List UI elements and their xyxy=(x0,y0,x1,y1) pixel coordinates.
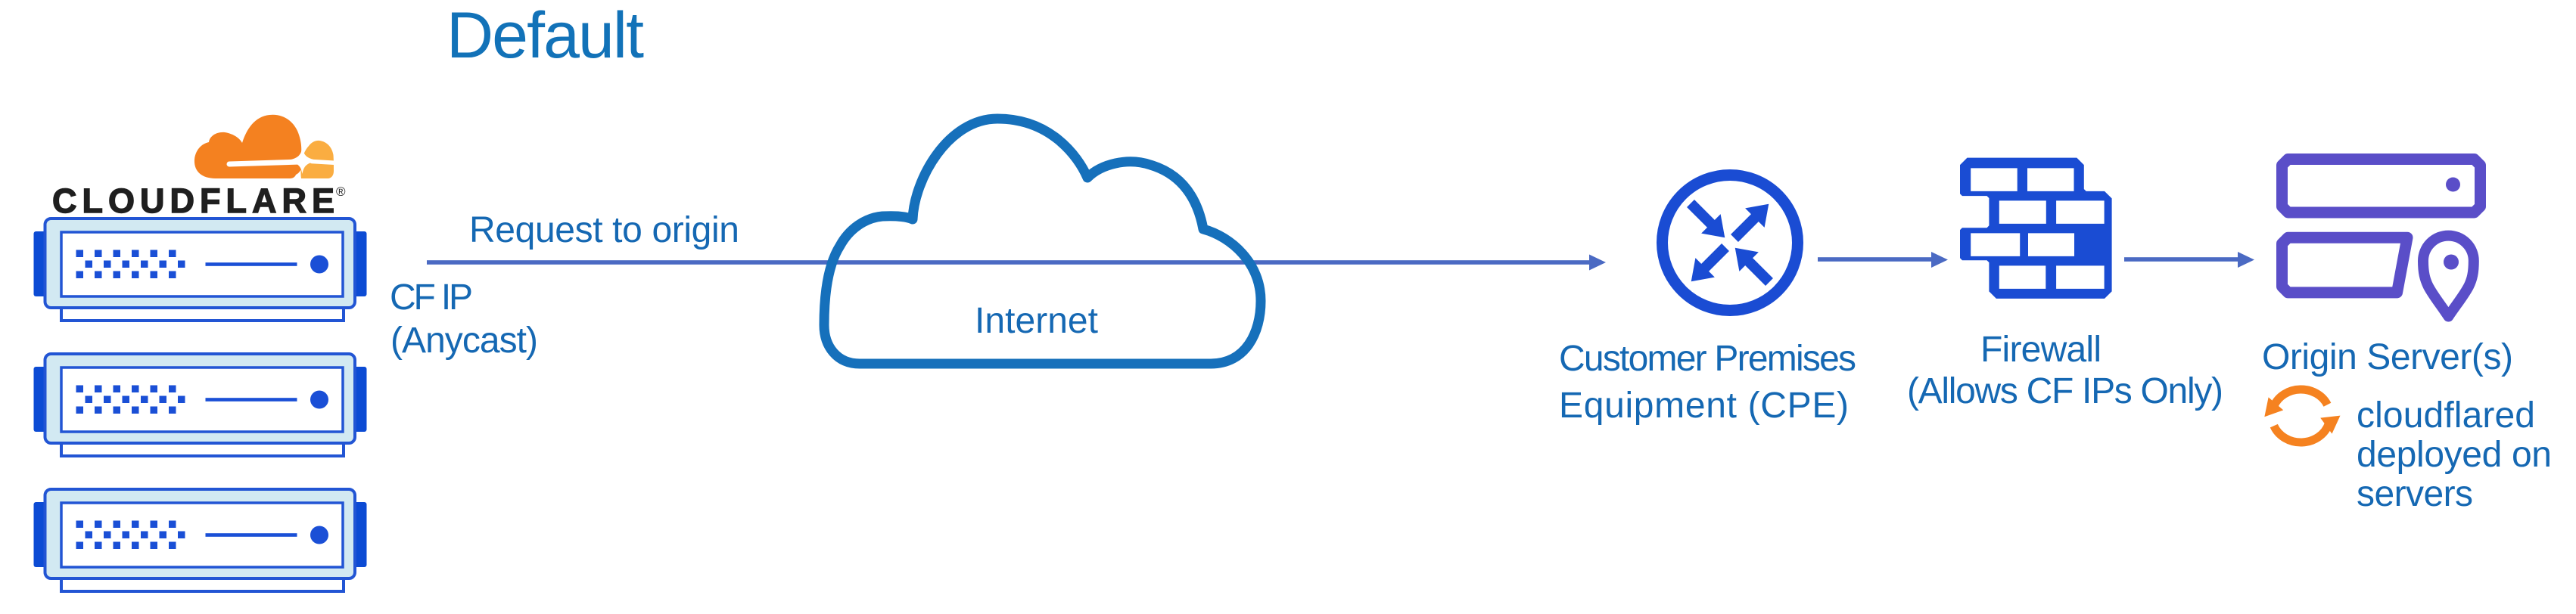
svg-text:servers: servers xyxy=(2357,474,2473,514)
svg-text:CF IP: CF IP xyxy=(390,278,473,318)
svg-text:(Allows CF IPs Only): (Allows CF IPs Only) xyxy=(1907,371,2223,411)
svg-text:Customer Premises: Customer Premises xyxy=(1559,339,1856,379)
svg-text:(Anycast): (Anycast) xyxy=(390,321,538,361)
svg-text:CLOUDFLARE: CLOUDFLARE xyxy=(52,181,334,220)
svg-text:Request to origin: Request to origin xyxy=(469,210,739,250)
svg-text:cloudflared: cloudflared xyxy=(2357,395,2535,436)
svg-text:Internet: Internet xyxy=(975,301,1098,341)
svg-text:Equipment (CPE): Equipment (CPE) xyxy=(1559,386,1849,426)
svg-text:deployed on: deployed on xyxy=(2357,435,2552,475)
svg-text:Origin Server(s): Origin Server(s) xyxy=(2262,337,2513,377)
svg-text:®: ® xyxy=(336,185,346,199)
svg-text:Default: Default xyxy=(446,0,644,72)
svg-text:Firewall: Firewall xyxy=(1980,330,2102,370)
